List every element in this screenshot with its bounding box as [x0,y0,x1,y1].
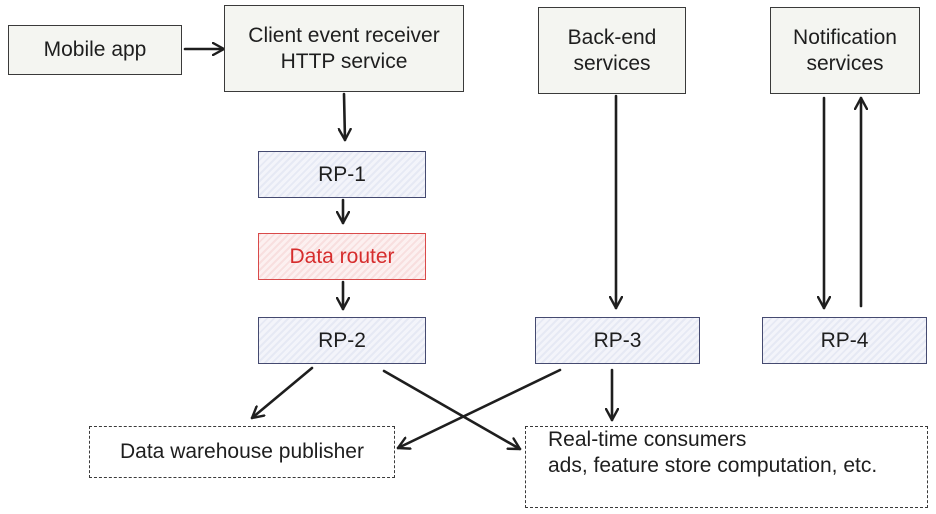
rp-1-node: RP-1 [258,151,426,198]
data-warehouse-publisher-node: Data warehouse publisher [89,426,395,478]
real-time-consumers-line2: ads, feature store computation, etc. [548,454,878,477]
data-router-node: Data router [258,233,426,280]
data-router-label: Data router [289,244,395,268]
backend-services-node: Back-end services [538,7,686,94]
real-time-consumers-node: Real-time consumers ads, feature store c… [525,426,928,508]
edge-receiver-to-rp1 [344,92,345,142]
mobile-app-node: Mobile app [8,25,182,75]
rp-2-label: RP-2 [318,328,366,352]
rp-1-label: RP-1 [318,162,366,186]
rp-4-label: RP-4 [820,328,869,352]
notification-services-line2: services [806,51,884,75]
rp-2-node: RP-2 [258,317,426,364]
client-event-receiver-node: Client event receiver HTTP service [224,5,464,92]
backend-services-line2: services [573,51,651,75]
edge-rp2-to-warehouse [250,366,314,420]
rp-3-label: RP-3 [593,328,642,352]
backend-services-line1: Back-end [567,25,657,49]
notification-services-node: Notification services [770,7,920,94]
data-warehouse-publisher-label: Data warehouse publisher [120,440,364,463]
client-event-receiver-line2: HTTP service [280,49,408,73]
client-event-receiver-line1: Client event receiver [248,23,440,47]
edge-rp3-to-warehouse [396,368,562,448]
notification-services-line1: Notification [793,25,897,49]
real-time-consumers-line1: Real-time consumers [548,428,747,451]
edge-rp2-to-realtime [382,369,522,451]
mobile-app-label: Mobile app [43,38,147,61]
rp-3-node: RP-3 [535,317,700,364]
rp-4-node: RP-4 [762,317,927,364]
